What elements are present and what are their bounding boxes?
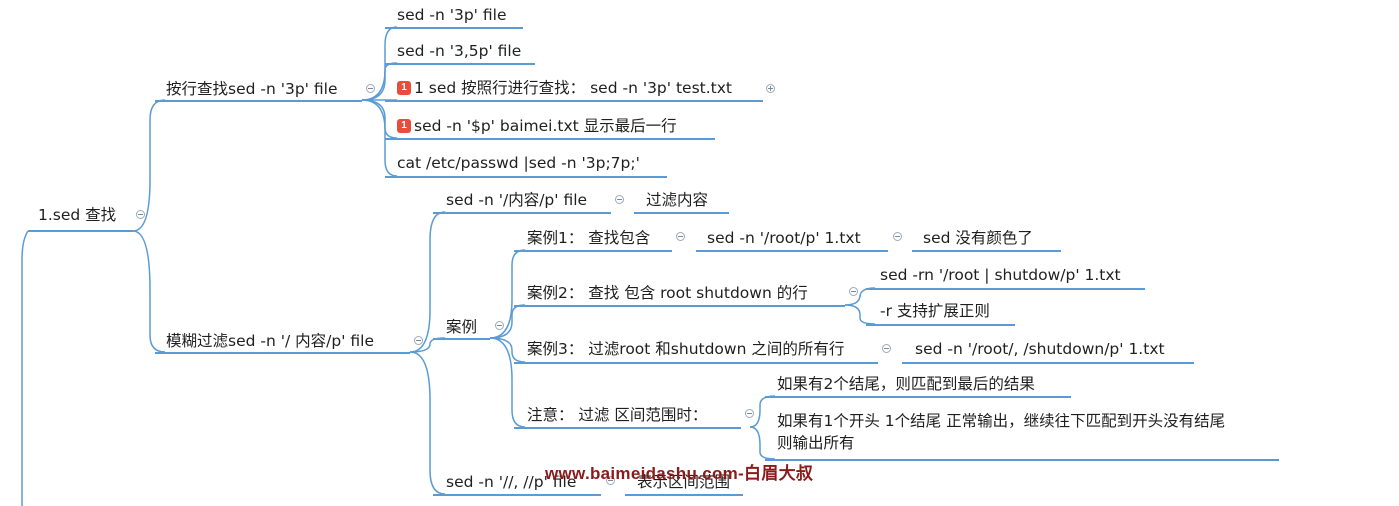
note-item-2-line-1: 如果有1个开头 1个结尾 正常输出，继续往下匹配到开头没有结尾 [777, 412, 1226, 430]
case-2-note[interactable]: -r 支持扩展正则 [880, 300, 990, 321]
note-item-2-line-2: 则输出所有 [777, 434, 855, 452]
fuzzy-filter-label: 模糊过滤sed -n '/ 内容/p' file [166, 331, 374, 350]
row-item-3-label: 1 sed 按照行进行查找： sed -n '3p' test.txt [414, 78, 732, 97]
range-label: sed -n '//, //p' file [446, 472, 577, 491]
collapse-icon[interactable] [606, 476, 615, 485]
fuzzy-item-1-underline [433, 212, 611, 214]
case-2-label: 案例2： 查找 包含 root shutdown 的行 [527, 283, 808, 302]
case-1-note-label: sed 没有颜色了 [923, 228, 1033, 247]
collapse-icon[interactable] [366, 84, 375, 93]
range-note-underline [625, 494, 743, 496]
case-2-command[interactable]: sed -rn '/root | shutdow/p' 1.txt [880, 264, 1121, 285]
collapse-icon[interactable] [676, 232, 685, 241]
collapse-icon[interactable] [745, 409, 754, 418]
row-find-node[interactable]: 按行查找sed -n '3p' file [166, 78, 337, 99]
fuzzy-filter-underline [155, 352, 410, 354]
note-item-2-underline [765, 459, 1279, 461]
fuzzy-item-1-note[interactable]: 过滤内容 [646, 189, 708, 210]
case-3-node[interactable]: 案例3： 过滤root 和shutdown 之间的所有行 [527, 338, 844, 359]
collapse-icon[interactable] [615, 195, 624, 204]
collapse-icon[interactable] [849, 287, 858, 296]
row-item-5-label: cat /etc/passwd |sed -n '3p;7p;' [397, 153, 640, 172]
case-1-underline [514, 250, 672, 252]
case-3-command[interactable]: sed -n '/root/, /shutdown/p' 1.txt [915, 338, 1165, 359]
watermark-text: www.baimeidashu.com-白眉大叔 [545, 464, 814, 483]
collapse-icon[interactable] [414, 336, 423, 345]
case-3-command-label: sed -n '/root/, /shutdown/p' 1.txt [915, 339, 1165, 358]
fuzzy-item-1-note-underline [634, 212, 729, 214]
note-item-2[interactable]: 如果有1个开头 1个结尾 正常输出，继续往下匹配到开头没有结尾 则输出所有 [777, 410, 1225, 454]
root-node[interactable]: 1.sed 查找 [38, 204, 116, 225]
case-3-underline [514, 362, 878, 364]
row-item-4-label: sed -n '$p' baimei.txt 显示最后一行 [414, 116, 677, 135]
fuzzy-item-1-label: sed -n '/内容/p' file [446, 190, 588, 209]
root-label: 1.sed 查找 [38, 205, 117, 224]
root-underline [28, 230, 133, 232]
fuzzy-item-1-note-label: 过滤内容 [646, 190, 709, 209]
collapse-icon[interactable] [136, 210, 145, 219]
case-2-node[interactable]: 案例2： 查找 包含 root shutdown 的行 [527, 282, 808, 303]
range-note-label: 表示区间范围 [637, 472, 731, 491]
note-item-1-underline [765, 396, 1071, 398]
collapse-icon[interactable] [893, 232, 902, 241]
row-item-2-label: sed -n '3,5p' file [397, 41, 522, 60]
row-item-2[interactable]: sed -n '3,5p' file [397, 40, 521, 61]
row-item-3-underline [385, 100, 763, 102]
case-underline [433, 338, 490, 340]
case-2-note-label: -r 支持扩展正则 [880, 301, 990, 320]
case-node[interactable]: 案例 [446, 316, 477, 337]
row-item-1[interactable]: sed -n '3p' file [397, 4, 506, 25]
case-3-label: 案例3： 过滤root 和shutdown 之间的所有行 [527, 339, 845, 358]
row-item-5[interactable]: cat /etc/passwd |sed -n '3p;7p;' [397, 152, 640, 173]
case-1-command-label: sed -n '/root/p' 1.txt [707, 228, 861, 247]
range-node[interactable]: sed -n '//, //p' file [446, 471, 576, 492]
row-find-label: 按行查找sed -n '3p' file [166, 79, 338, 98]
case-2-command-underline [866, 288, 1145, 290]
note-label: 注意： 过滤 区间范围时： [527, 405, 708, 424]
priority-1-icon: 1 [397, 80, 411, 95]
expand-icon[interactable] [766, 84, 775, 93]
row-item-5-underline [385, 176, 667, 178]
case-1-label: 案例1： 查找包含 [527, 228, 651, 247]
fuzzy-filter-node[interactable]: 模糊过滤sed -n '/ 内容/p' file [166, 330, 374, 351]
case-1-node[interactable]: 案例1： 查找包含 [527, 227, 650, 248]
note-item-1[interactable]: 如果有2个结尾，则匹配到最后的结果 [777, 373, 1035, 394]
row-item-2-underline [385, 63, 535, 65]
case-1-command[interactable]: sed -n '/root/p' 1.txt [707, 227, 861, 248]
collapse-icon[interactable] [882, 344, 891, 353]
row-find-underline [155, 100, 362, 102]
collapse-icon[interactable] [495, 321, 504, 330]
case-3-command-underline [902, 362, 1194, 364]
note-node[interactable]: 注意： 过滤 区间范围时： [527, 404, 707, 425]
note-item-1-label: 如果有2个结尾，则匹配到最后的结果 [777, 374, 1035, 393]
fuzzy-item-1[interactable]: sed -n '/内容/p' file [446, 189, 587, 210]
case-1-note[interactable]: sed 没有颜色了 [923, 227, 1033, 248]
case-1-command-underline [696, 250, 888, 252]
range-note[interactable]: 表示区间范围 [637, 471, 730, 492]
case-label: 案例 [446, 317, 478, 336]
case-1-note-underline [912, 250, 1061, 252]
range-underline [433, 494, 601, 496]
case-2-underline [514, 305, 845, 307]
case-2-command-label: sed -rn '/root | shutdow/p' 1.txt [880, 265, 1121, 284]
note-underline [514, 427, 741, 429]
row-item-1-label: sed -n '3p' file [397, 5, 507, 24]
row-item-4-underline [385, 138, 715, 140]
row-item-1-underline [385, 27, 523, 29]
priority-1-icon: 1 [397, 118, 411, 133]
case-2-note-underline [866, 324, 1015, 326]
